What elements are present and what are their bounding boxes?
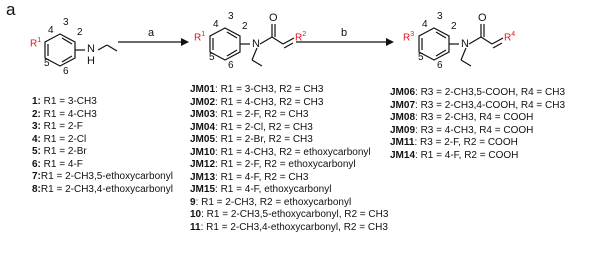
compound-entry: JM10: R1 = 4-CH3, R2 = ethoxycarbonyl [190, 146, 371, 158]
compound-entry: 9: R1 = 2-CH3, R2 = ethoxycarbonyl [190, 196, 352, 208]
compound-entry: 1: R1 = 3-CH3 [32, 96, 97, 107]
products-list: JM06: R3 = 2-CH3,5-COOH, R4 = CH3 JM07: … [390, 87, 565, 162]
nitrogen-label-2: N [252, 38, 260, 50]
ring3-position-5: 5 [418, 52, 424, 63]
intermediates-list: JM01: R1 = 3-CH3, R2 = CH3 JM02: R1 = 4-… [190, 84, 388, 234]
ring-position-6: 6 [63, 66, 69, 77]
panel-label: a [6, 0, 16, 19]
ring2-position-3: 3 [228, 11, 234, 22]
compound-entry: JM06: R3 = 2-CH3,5-COOH, R4 = CH3 [390, 87, 566, 98]
reagent-a-label: a [148, 27, 155, 39]
starting-materials-list: 1: R1 = 3-CH3 2: R1 = 4-CH3 3: R1 = 2-F … [32, 96, 173, 196]
bond-nh-ethyl-2 [106, 44, 118, 52]
ring3-position-3: 3 [437, 11, 443, 22]
reagent-b-label: b [341, 27, 348, 39]
compound-entry: JM01: R1 = 3-CH3, R2 = CH3 [190, 84, 324, 95]
oxygen-label-3: O [478, 12, 487, 24]
compound-entry: 4: R1 = 2-Cl [32, 133, 87, 145]
compound-entry: JM08: R3 = 2-CH3, R4 = COOH [390, 112, 534, 123]
arrow-b-head [386, 38, 394, 46]
compound-entry: 5: R1 = 2-Br [32, 146, 87, 157]
r1-substituent-label: R1 [30, 37, 42, 50]
ring3-position-6: 6 [437, 60, 443, 71]
compound-entry: 3: R1 = 2-F [32, 121, 83, 132]
compound-entry: JM09: R3 = 4-CH3, R4 = COOH [390, 124, 534, 136]
ring2-position-2: 2 [242, 21, 248, 32]
ring2-position-6: 6 [228, 60, 234, 71]
compound-entry: 10: R1 = 2-CH3,5-ethoxycarbonyl, R2 = CH… [190, 209, 389, 220]
bond-nh-ethyl-1 [97, 44, 108, 51]
r1-substituent-label-2: R1 [194, 31, 206, 44]
compound-entry: JM04: R1 = 2-Cl, R2 = CH3 [190, 121, 313, 133]
benzene-ring-3 [418, 27, 450, 61]
compound-entry: JM02: R1 = 4-CH3, R2 = CH3 [190, 96, 324, 108]
ring-position-4: 4 [48, 25, 54, 36]
compound-entry: JM05: R1 = 2-Br, R2 = CH3 [190, 134, 313, 145]
compound-entry: 7:R1 = 2-CH3,5-ethoxycarbonyl [32, 171, 173, 182]
compound-entry: JM07: R3 = 2-CH3,4-COOH, R4 = CH3 [390, 99, 566, 111]
nitrogen-label: N [87, 43, 95, 55]
compound-entry: JM12: R1 = 2-F, R2 = ethoxycarbonyl [190, 159, 356, 170]
benzene-ring-2 [209, 27, 241, 61]
arrow-a-head [181, 38, 189, 46]
compound-entry: JM13: R1 = 4-F, R2 = CH3 [190, 171, 309, 183]
compound-entry: JM11: R3 = 2-F, R2 = COOH [390, 137, 518, 148]
nitrogen-label-3: N [461, 38, 469, 50]
compound-entry: JM03: R1 = 2-F, R2 = CH3 [190, 109, 309, 120]
ring2-position-4: 4 [213, 19, 219, 30]
hydrogen-label: H [87, 55, 95, 67]
ring-position-3: 3 [63, 17, 69, 28]
compound-entry: JM14: R1 = 4-F, R2 = COOH [390, 149, 519, 161]
ring3-position-2: 2 [451, 21, 457, 32]
compound-entry: JM15: R1 = 4-F, ethoxycarbonyl [190, 184, 332, 195]
compound-entry: 8:R1 = 2-CH3,4-ethoxycarbonyl [32, 183, 173, 195]
ring-position-5: 5 [44, 58, 50, 69]
r2-substituent-label: R2 [295, 31, 307, 44]
compound-entry: 6: R1 = 4-F [32, 158, 83, 170]
ring-position-2: 2 [77, 27, 83, 38]
r3-substituent-label: R3 [403, 31, 415, 44]
compound-entry: 11: R1 = 2-CH3,4-ethoxycarbonyl, R2 = CH… [190, 221, 388, 233]
ring3-position-4: 4 [422, 19, 428, 30]
oxygen-label-2: O [269, 12, 278, 24]
r4-substituent-label: R4 [504, 31, 516, 44]
compound-entry: 2: R1 = 4-CH3 [32, 108, 97, 120]
ring2-position-5: 5 [209, 52, 215, 63]
benzene-ring-1 [44, 33, 76, 67]
